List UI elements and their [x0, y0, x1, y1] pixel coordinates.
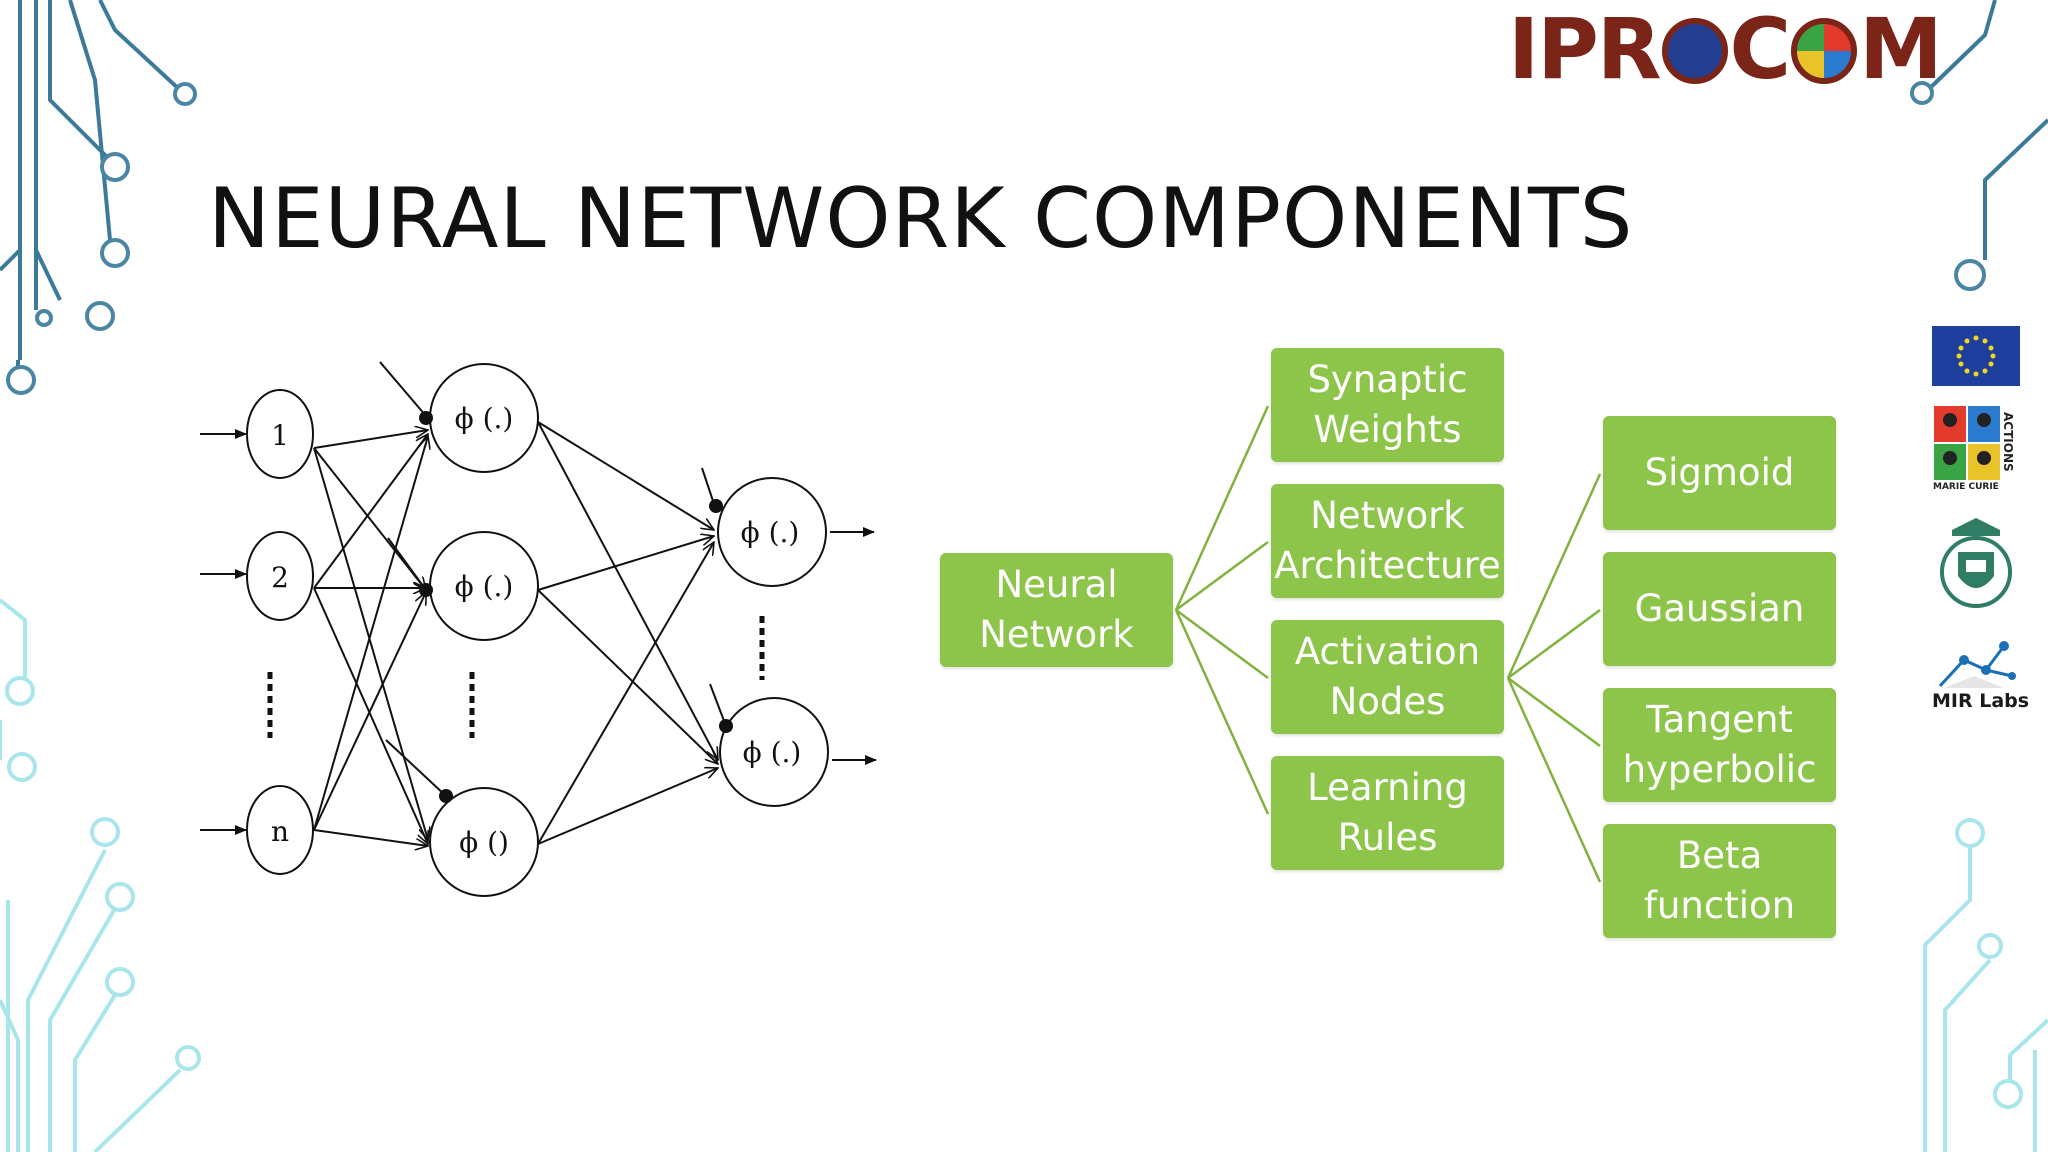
input-node-label: 2 — [271, 561, 289, 594]
logo-middle: C — [1729, 0, 1792, 98]
hidden-node — [429, 787, 539, 897]
neural-network-diagram: 1 2 n ϕ (.) ϕ (.) ϕ () ϕ (.) ϕ (.) — [200, 361, 877, 897]
hidden-node-label: ϕ () — [459, 826, 509, 859]
activation-box-sigmoid: Sigmoid — [1603, 416, 1836, 530]
root-box-neural-network: Neural Network — [940, 553, 1173, 667]
input-node — [246, 785, 314, 875]
activation-box-tangent-hyperbolic: Tangent hyperbolic — [1603, 688, 1836, 802]
hidden-node-label: ϕ (.) — [455, 402, 514, 435]
mir-labs-label: MIR Labs — [1932, 690, 2030, 712]
output-node — [717, 477, 827, 587]
component-box-activation-nodes: Activation Nodes — [1271, 620, 1504, 734]
component-box-synaptic-weights: Synaptic Weights — [1271, 348, 1504, 462]
hidden-node-label: ϕ (.) — [455, 570, 514, 603]
input-node — [246, 531, 314, 621]
slide-title: NEURAL NETWORK COMPONENTS — [208, 170, 1634, 267]
component-box-learning-rules: Learning Rules — [1271, 756, 1504, 870]
output-node-label: ϕ (.) — [741, 516, 800, 549]
eu-flag-icon — [1661, 18, 1728, 84]
marie-curie-icon — [1791, 18, 1858, 84]
input-node-label: n — [271, 815, 289, 848]
university-crest-icon — [1940, 518, 2012, 608]
marie-curie-actions-label: ACTIONS — [2001, 412, 2015, 472]
logo-prefix: IPR — [1508, 0, 1661, 98]
iprocom-logo: IPR C M — [1508, 0, 1943, 98]
activation-box-gaussian: Gaussian — [1603, 552, 1836, 666]
input-node-label: 1 — [271, 419, 289, 452]
activation-box-beta-function: Beta function — [1603, 824, 1836, 938]
eu-flag-icon — [1932, 326, 2020, 386]
component-box-network-architecture: Network Architecture — [1271, 484, 1504, 598]
output-node — [719, 697, 829, 807]
marie-curie-label: MARIE CURIE — [1933, 482, 1999, 492]
logo-suffix: M — [1859, 0, 1943, 98]
input-node — [246, 389, 314, 479]
marie-curie-actions-icon — [1934, 406, 2000, 480]
output-node-label: ϕ (.) — [743, 736, 802, 769]
mir-labs-icon — [1938, 641, 2016, 688]
